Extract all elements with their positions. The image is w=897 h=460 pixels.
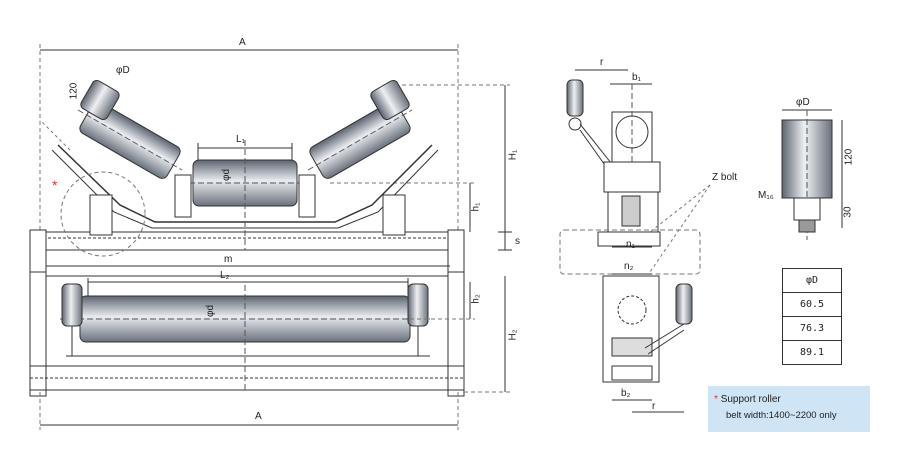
- front-view: [29, 44, 512, 430]
- dim-phiD-left-label: φD: [116, 65, 130, 76]
- dim-L2-label: L₂: [220, 270, 230, 281]
- side-view: [559, 69, 711, 413]
- diameter-table-row: 60.5: [783, 293, 841, 317]
- dim-r-top-label: r: [600, 57, 604, 68]
- dim-A-top-label: A: [239, 37, 246, 48]
- dim-r-bottom-label: r: [652, 401, 656, 412]
- note-line2: belt width:1400~2200 only: [726, 410, 837, 421]
- dim-120-right-label: 120: [843, 148, 855, 166]
- dim-H2-label: H₂: [507, 329, 519, 341]
- diameter-table-row: 89.1: [799, 347, 825, 358]
- dim-120-left-label: 120: [68, 82, 80, 100]
- dim-phid-lower-label: φd: [205, 304, 217, 318]
- dim-phiD-right-label: φD: [796, 97, 810, 108]
- dim-s-label: s: [515, 236, 520, 247]
- right-inclined-roller: [307, 101, 413, 179]
- dim-n2-label: n₂: [624, 261, 634, 272]
- dim-M16-label: M₁₆: [758, 190, 774, 201]
- dim-30-label: 30: [842, 206, 854, 218]
- dim-h2-label: h₂: [470, 294, 482, 304]
- support-roller-note: * Support roller belt width:1400~2200 on…: [708, 386, 870, 432]
- dim-H1-label: H₁: [507, 149, 519, 161]
- support-marker: *: [52, 177, 58, 193]
- z-bolt-label: Z bolt: [712, 172, 738, 183]
- dim-m-label: m: [224, 254, 233, 265]
- diameter-table-row: 76.3: [783, 317, 841, 341]
- diameter-table: φD 60.5 76.3 89.1: [782, 268, 842, 365]
- dim-h1-label: h₁: [470, 202, 482, 212]
- left-inclined-roller: [77, 101, 183, 179]
- note-line1: Support roller: [720, 394, 781, 405]
- dim-A-bottom-label: A: [255, 411, 262, 422]
- dim-n1-label: n₁: [626, 239, 635, 250]
- dim-phid-upper-label: φd: [221, 168, 233, 182]
- diameter-table-header: φD: [783, 269, 841, 293]
- dim-L1-label: L₁: [236, 134, 245, 145]
- dim-b1-label: b₁: [632, 72, 641, 83]
- roller-detail: [781, 109, 843, 240]
- note-marker: *: [714, 394, 718, 405]
- dim-b2-label: b₂: [621, 388, 631, 399]
